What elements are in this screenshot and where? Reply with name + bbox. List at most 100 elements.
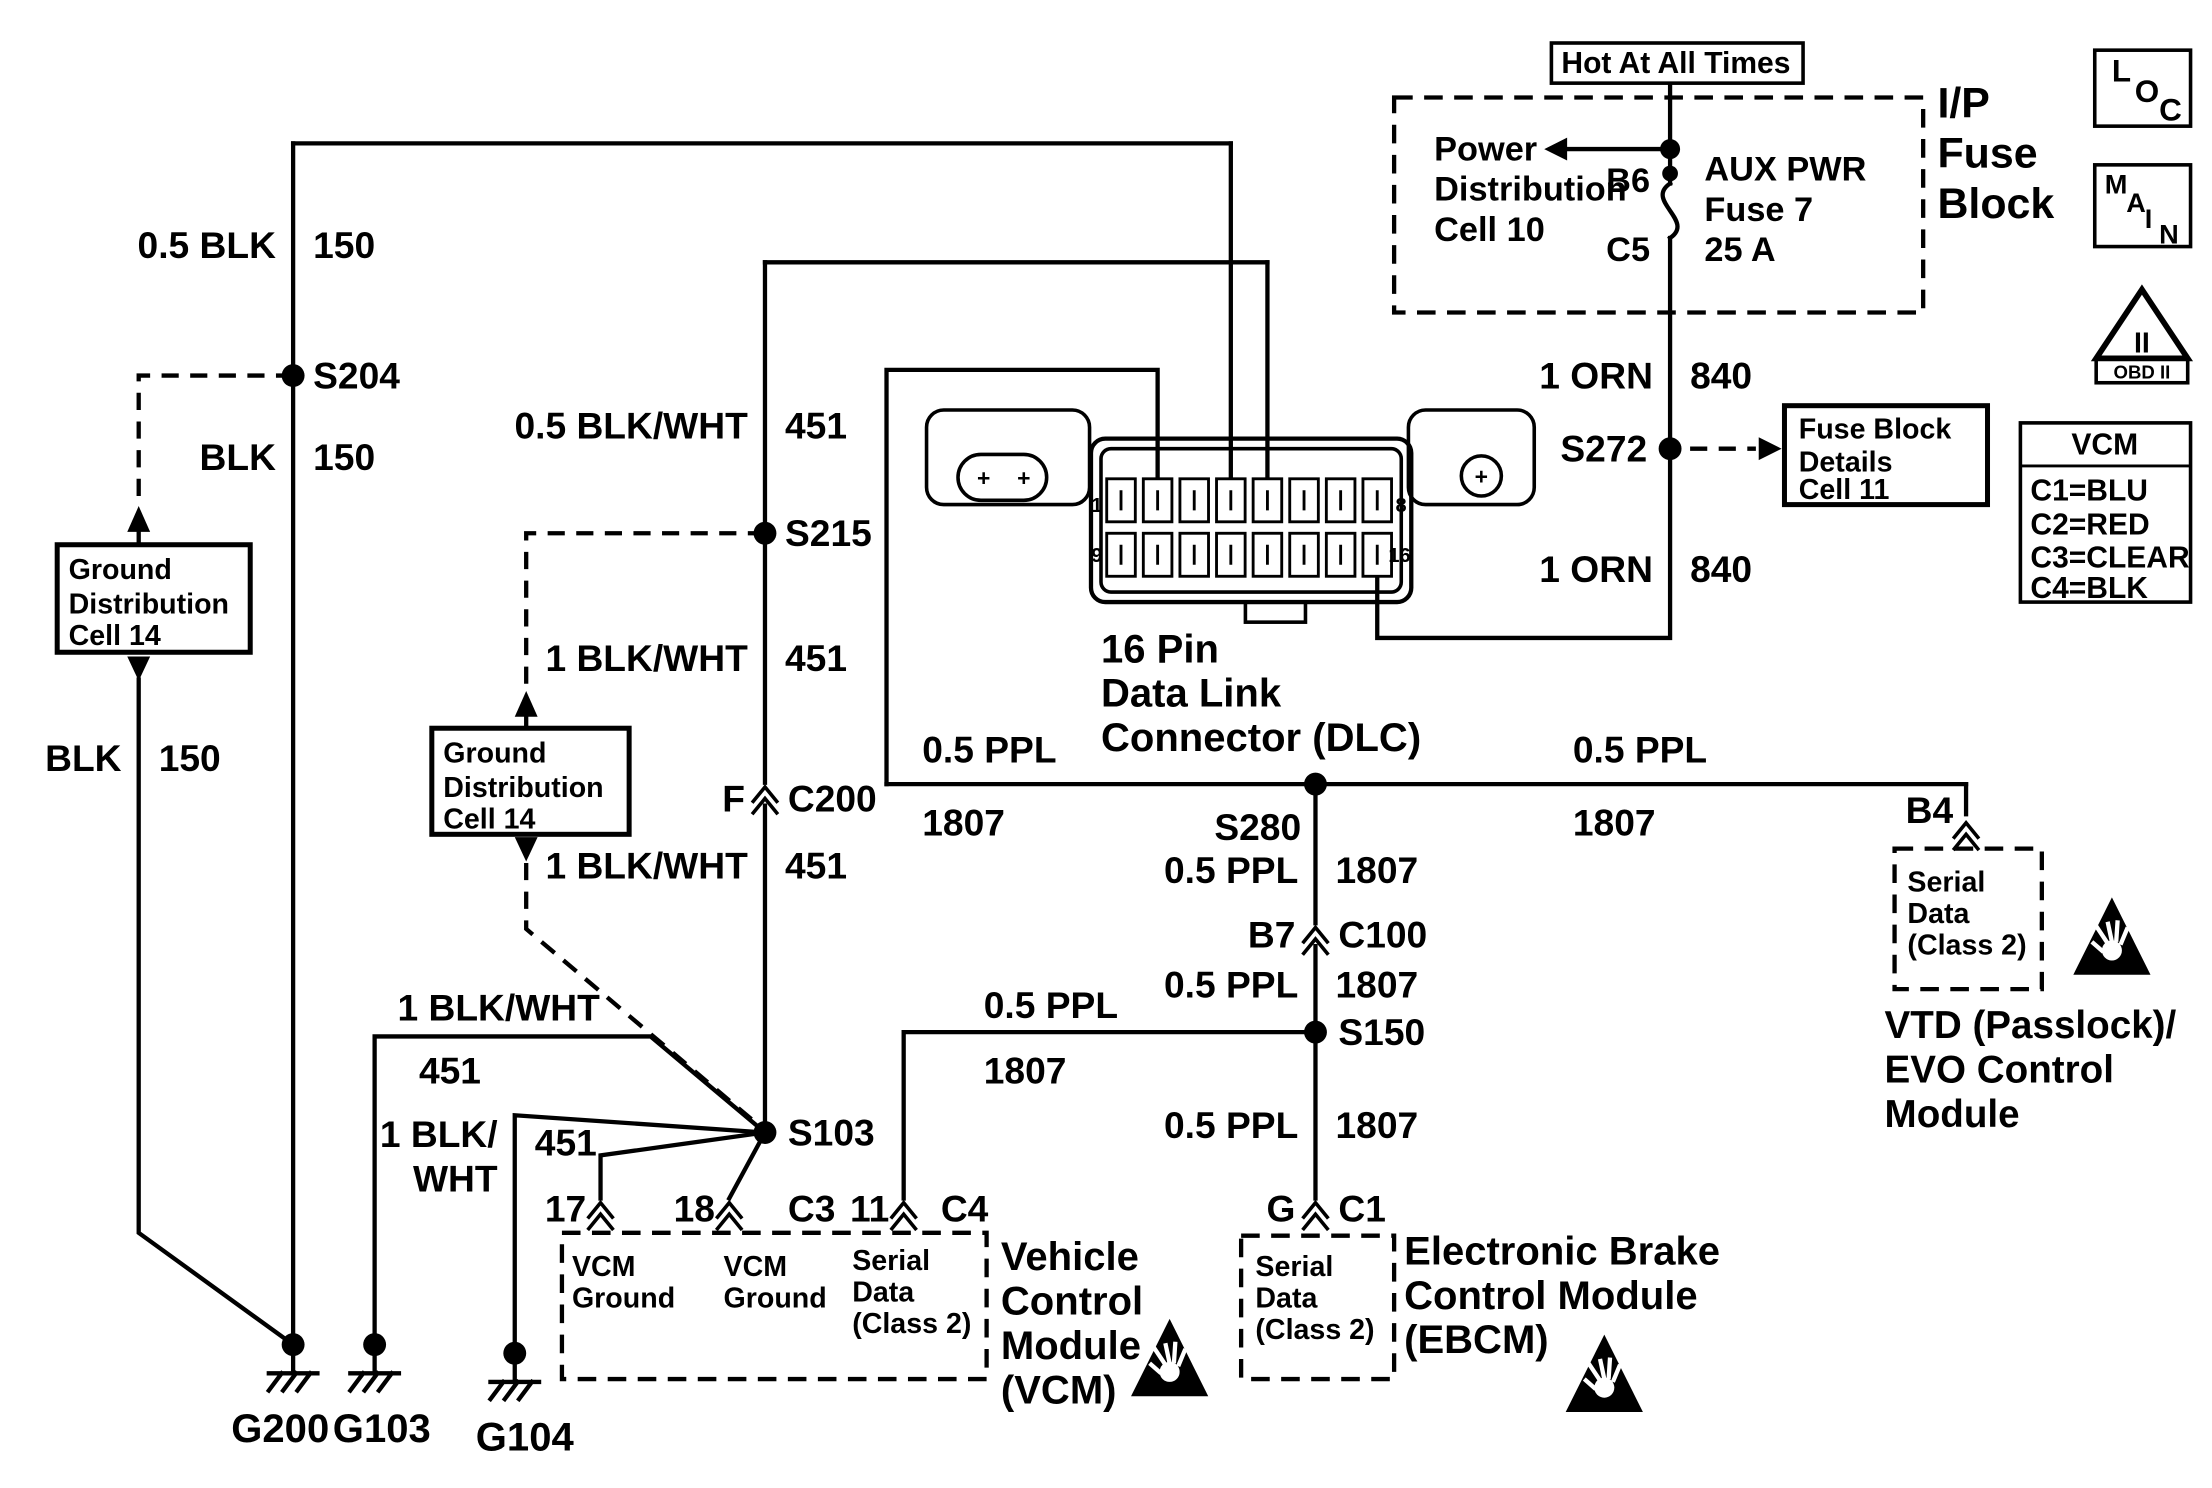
wire-gauge-label: 0.5 BLK [138, 224, 277, 266]
dlc-pin-number: 1 [1091, 495, 1102, 517]
dlc-ear-mark: + [1475, 464, 1488, 490]
dlc-caption-line: Connector (DLC) [1101, 716, 1421, 760]
loc-letter-l: L [2112, 53, 2131, 89]
power-distribution-line: Distribution [1434, 171, 1627, 209]
dlc-ear-mark: + [1017, 465, 1030, 491]
circuit-number-label: 1807 [1573, 802, 1656, 844]
wire-gauge-label: 1 ORN [1539, 548, 1653, 590]
connector-symbol-c100 [1301, 924, 1330, 956]
inline-connector-symbols [586, 784, 1981, 1232]
dlc-pin-number: 16 [1388, 545, 1410, 567]
esd-warning-icon-ebcm [1565, 1334, 1643, 1413]
vcm-legend-header: VCM [2071, 428, 2138, 461]
vcm-legend-row: C4=BLK [2030, 572, 2148, 605]
ground-symbol-g200 [265, 1333, 320, 1394]
connector-name-label: C200 [788, 777, 877, 819]
dlc-right-ear-hole [1459, 454, 1504, 498]
ebcm-pin-label: (Class 2) [1255, 1314, 1374, 1346]
dlc-pin-number: 9 [1091, 545, 1102, 567]
vtd-title-line: VTD (Passlock)/ [1885, 1004, 2177, 1047]
wire-gauge-label: 1 BLK/ [380, 1113, 498, 1155]
loc-letter-c: C [2159, 91, 2182, 127]
junction-dot-b6-branch [1660, 139, 1681, 160]
fuse-label-line: 25 A [1704, 231, 1775, 269]
dlc-pin-number: 8 [1396, 495, 1407, 517]
connector-pin-label: 18 [674, 1187, 715, 1229]
ground-label-g200: G200 [231, 1407, 329, 1451]
dlc-caption-line: Data Link [1101, 672, 1282, 716]
ebcm-pin-label: Serial [1255, 1251, 1333, 1283]
terminal-label-b6: B6 [1606, 162, 1650, 200]
connector-symbol-c1 [1301, 1199, 1330, 1232]
ground-label-g103: G103 [333, 1407, 431, 1451]
splice-dot-s103 [753, 1121, 777, 1144]
ground-distribution-box-line: Ground [443, 738, 546, 770]
vcm-connector-outline [559, 1230, 989, 1382]
dlc-caption-line: 16 Pin [1101, 627, 1219, 671]
wire-gauge-label: BLK [200, 436, 277, 478]
circuit-number-label: 451 [785, 845, 847, 887]
vcm-legend-row: C2=RED [2030, 509, 2149, 542]
vcm-connector-legend: VCM C1=BLU C2=RED C3=CLEAR C4=BLK [2018, 421, 2193, 605]
obd2-label: OBD II [2114, 361, 2171, 382]
ground-symbols [265, 1333, 542, 1403]
vtd-title-line: Module [1885, 1093, 2020, 1136]
esd-warning-icons [1131, 897, 2151, 1413]
hot-at-all-times-label: Hot At All Times [1561, 47, 1790, 80]
wire-gauge-label: BLK [45, 737, 122, 779]
ground-distribution-box-line: Cell 14 [443, 804, 535, 836]
circuit-number-label: 150 [313, 436, 375, 478]
fuse-block-title-line: Block [1937, 180, 2054, 228]
circuit-number-label: 451 [535, 1121, 597, 1163]
fuse-label-line: AUX PWR [1704, 151, 1866, 189]
vcm-pin-label: (Class 2) [852, 1308, 971, 1340]
connector-pin-label: 11 [850, 1187, 889, 1229]
vcm-pin-label: VCM [572, 1251, 636, 1283]
main-badge: M A I N [2092, 163, 2193, 250]
dlc-right-ear [1406, 408, 1537, 507]
fuse-block-title-line: I/P [1937, 80, 1989, 128]
arrow-fuse-details [1758, 437, 1782, 461]
arrow-up-gdbox1 [127, 506, 151, 532]
ebcm-pin-label: Data [1255, 1282, 1318, 1314]
wire-gauge-label: WHT [413, 1157, 498, 1199]
dlc-pin-row-bottom [1105, 531, 1393, 578]
vcm-title-line: (VCM) [1001, 1368, 1117, 1412]
circuit-number-label: 451 [419, 1050, 481, 1092]
dlc-left-ear [924, 408, 1092, 507]
connector-pin-label: F [722, 777, 745, 819]
main-letter-i: I [2145, 203, 2153, 234]
loc-badge: L O C [2092, 48, 2193, 128]
dlc-connector-drawing [924, 408, 1537, 624]
connector-name-label: C4 [941, 1187, 989, 1229]
circuit-number-label: 1807 [1335, 964, 1418, 1006]
ebcm-title-line: Control Module [1404, 1274, 1697, 1318]
vcm-legend-row: C1=BLU [2030, 474, 2148, 507]
wire-gauge-label: 0.5 PPL [1164, 964, 1298, 1006]
wire-gauge-label: 0.5 PPL [922, 729, 1056, 771]
connector-pin-label: 17 [545, 1187, 586, 1229]
ground-distribution-box-line: Distribution [443, 772, 603, 804]
circuit-number-label: 451 [785, 637, 847, 679]
vcm-pin-label: Serial [852, 1245, 930, 1277]
wire-gauge-label: 0.5 PPL [1164, 1104, 1298, 1146]
connector-pin-label: B7 [1248, 914, 1296, 956]
splice-dot-s272 [1658, 437, 1682, 461]
ground-distribution-box-line: Distribution [69, 589, 229, 621]
arrow-down-gdbox2 [514, 837, 538, 862]
connector-symbol-pin17 [586, 1199, 615, 1232]
ground-distribution-box-2 [429, 725, 632, 837]
fuse-details-box-line: Cell 11 [1799, 474, 1890, 506]
connector-pin-label: G [1267, 1187, 1296, 1229]
fuse-block-title-line: Fuse [1937, 130, 2037, 178]
obd2-badge: II OBD II [2090, 284, 2194, 385]
ground-label-g104: G104 [476, 1416, 575, 1460]
fuse-block-details-box [1781, 403, 1991, 508]
vcm-pin-label: Ground [572, 1282, 675, 1314]
circuit-number-label: 150 [159, 737, 221, 779]
vcm-legend-row: C3=CLEAR [2030, 542, 2190, 575]
circuit-number-label: 1807 [1335, 849, 1418, 891]
splice-label-s204: S204 [313, 354, 400, 396]
circuit-number-label: 1807 [922, 802, 1005, 844]
